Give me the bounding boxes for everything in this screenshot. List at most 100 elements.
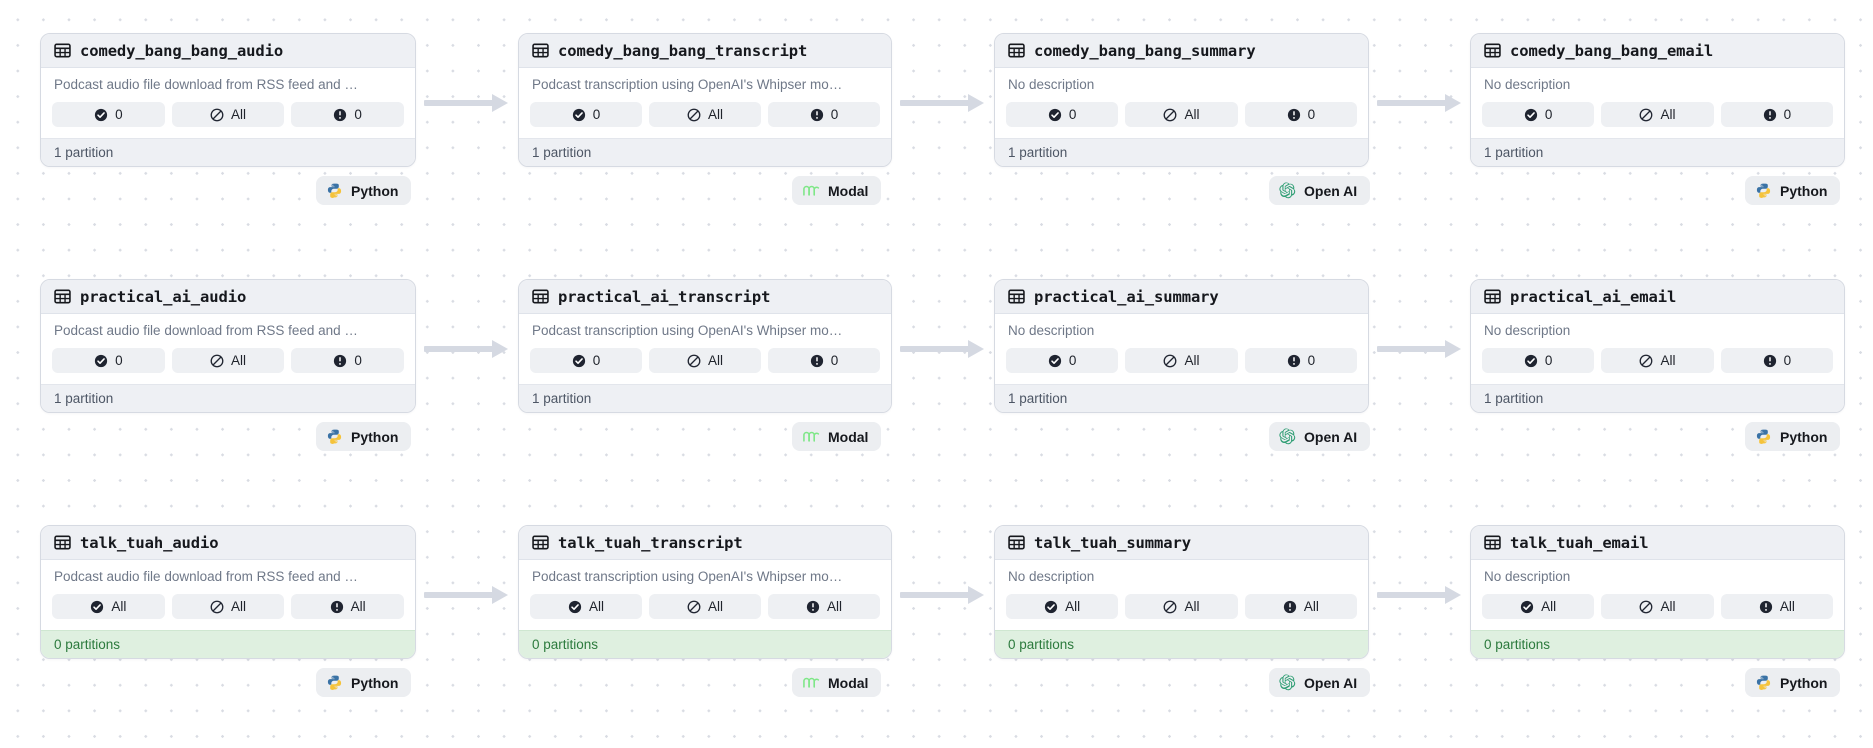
asset-node-footer: 1 partition <box>41 384 415 412</box>
asset-stat-check-circle[interactable]: 0 <box>52 348 165 373</box>
compute-kind-badge[interactable]: Modal <box>792 422 882 451</box>
asset-node-description: No description <box>1008 569 1095 584</box>
compute-kind-badge[interactable]: Python <box>1745 668 1841 697</box>
asset-stat-slash-circle[interactable]: All <box>1601 102 1714 127</box>
slash-circle-icon <box>687 600 701 613</box>
asset-stat-slash-circle[interactable]: All <box>171 594 285 619</box>
asset-stat-value: 0 <box>115 353 123 368</box>
asset-stat-check-circle[interactable]: All <box>52 594 165 619</box>
exclamation-circle-icon <box>810 354 823 367</box>
asset-stat-value: All <box>231 353 247 368</box>
compute-kind-badge[interactable]: Python <box>316 668 412 697</box>
asset-stat-slash-circle[interactable]: All <box>649 594 761 619</box>
asset-stat-value: 0 <box>1544 353 1553 368</box>
compute-kind-badge[interactable]: Open AI <box>1269 176 1371 205</box>
asset-stat-exclamation-circle[interactable]: 0 <box>768 348 880 373</box>
asset-stat-slash-circle[interactable]: All <box>1125 102 1238 127</box>
asset-stat-check-circle[interactable]: All <box>1006 594 1119 619</box>
asset-stat-exclamation-circle[interactable]: 0 <box>1244 348 1357 373</box>
asset-stat-value: All <box>231 599 247 614</box>
openai-logo-icon <box>1279 428 1296 445</box>
compute-kind-badge[interactable]: Python <box>1745 176 1841 205</box>
compute-kind-badge[interactable]: Modal <box>792 176 882 205</box>
asset-stat-value: 0 <box>830 353 839 368</box>
asset-stat-exclamation-circle[interactable]: 0 <box>1244 102 1357 127</box>
asset-stat-value: 0 <box>354 107 362 122</box>
asset-node-footer: 1 partition <box>995 384 1368 412</box>
asset-node-description: Podcast transcription using OpenAI's Whi… <box>532 77 843 92</box>
asset-stat-check-circle[interactable]: 0 <box>530 102 642 127</box>
asset-stat-check-circle[interactable]: 0 <box>1482 102 1595 127</box>
asset-node-title: comedy_bang_bang_audio <box>80 41 284 60</box>
asset-stat-check-circle[interactable]: 0 <box>530 348 642 373</box>
python-logo-icon <box>327 183 342 198</box>
compute-kind-badge[interactable]: Python <box>316 422 412 451</box>
arrow-head-icon <box>968 340 984 358</box>
asset-stat-slash-circle[interactable]: All <box>171 348 285 373</box>
asset-stat-slash-circle[interactable]: All <box>1601 348 1714 373</box>
asset-stat-check-circle[interactable]: 0 <box>1482 348 1595 373</box>
asset-stat-exclamation-circle[interactable]: All <box>291 594 405 619</box>
asset-node-title: practical_ai_audio <box>80 287 247 306</box>
asset-stat-check-circle[interactable]: 0 <box>52 102 165 127</box>
asset-stat-exclamation-circle[interactable]: 0 <box>1720 102 1833 127</box>
slash-circle-icon <box>210 600 224 613</box>
asset-node-body: Podcast audio file download from RSS fee… <box>41 314 415 384</box>
compute-kind-badge[interactable]: Python <box>1745 422 1841 451</box>
asset-stat-exclamation-circle[interactable]: 0 <box>291 348 405 373</box>
check-circle-icon <box>572 108 585 121</box>
asset-node-description: No description <box>1484 77 1571 92</box>
asset-stat-check-circle[interactable]: All <box>530 594 642 619</box>
asset-stat-value: All <box>1779 599 1795 614</box>
compute-kind-badge[interactable]: Open AI <box>1269 422 1371 451</box>
asset-stat-slash-circle[interactable]: All <box>1601 594 1714 619</box>
asset-node-description: No description <box>1008 77 1095 92</box>
asset-stat-exclamation-circle[interactable]: 0 <box>768 102 880 127</box>
dependency-arrow <box>900 94 984 112</box>
asset-node-header: practical_ai_audio <box>41 280 415 314</box>
asset-stat-slash-circle[interactable]: All <box>1125 594 1238 619</box>
arrow-shaft <box>424 346 493 352</box>
compute-kind-badge[interactable]: Python <box>316 176 412 205</box>
compute-kind-label: Python <box>351 428 399 445</box>
compute-kind-badge[interactable]: Open AI <box>1269 668 1371 697</box>
asset-node-description: Podcast transcription using OpenAI's Whi… <box>532 323 843 338</box>
asset-stat-slash-circle[interactable]: All <box>171 102 285 127</box>
asset-stat-exclamation-circle[interactable]: 0 <box>1720 348 1833 373</box>
check-circle-icon <box>1521 600 1534 613</box>
openai-logo-icon <box>1279 674 1296 691</box>
asset-stat-exclamation-circle[interactable]: 0 <box>291 102 405 127</box>
compute-kind-badge[interactable]: Modal <box>792 668 882 697</box>
asset-stat-exclamation-circle[interactable]: All <box>1244 594 1357 619</box>
asset-stat-check-circle[interactable]: 0 <box>1006 102 1119 127</box>
asset-stat-exclamation-circle[interactable]: All <box>768 594 880 619</box>
asset-stat-check-circle[interactable]: 0 <box>1006 348 1119 373</box>
asset-node-title: comedy_bang_bang_transcript <box>558 41 808 60</box>
asset-stat-check-circle[interactable]: All <box>1482 594 1595 619</box>
asset-stat-value: 0 <box>592 353 601 368</box>
asset-stat-slash-circle[interactable]: All <box>1125 348 1238 373</box>
asset-node-header: comedy_bang_bang_audio <box>41 34 415 68</box>
asset-stat-slash-circle[interactable]: All <box>649 102 761 127</box>
asset-node-header: practical_ai_email <box>1471 280 1844 314</box>
python-logo-icon <box>1756 429 1771 444</box>
asset-stat-value: All <box>350 599 366 614</box>
asset-stat-slash-circle[interactable]: All <box>649 348 761 373</box>
asset-stat-exclamation-circle[interactable]: All <box>1720 594 1833 619</box>
arrow-head-icon <box>968 94 984 112</box>
